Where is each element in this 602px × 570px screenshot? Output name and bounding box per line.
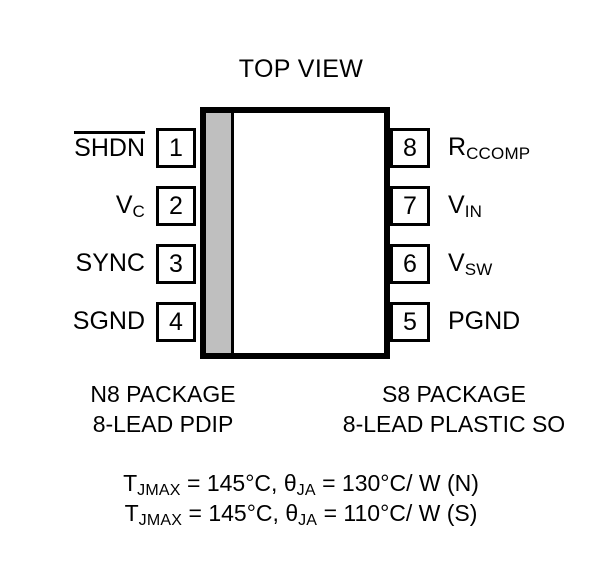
pin-label-sync-text: SYNC — [75, 249, 145, 277]
tjmax-value-s: = 145°C, — [182, 500, 286, 526]
pin-label-shdn: SHDN — [74, 131, 145, 162]
pin-label-vsw: VSW — [448, 249, 493, 279]
pin-number-box-8: 8 — [390, 128, 430, 168]
tjmax-symbol-s: T — [124, 500, 139, 526]
pin-number-box-6: 6 — [390, 244, 430, 284]
pin-label-shdn-text: SHDN — [74, 131, 145, 162]
pin-label-pgnd: PGND — [448, 309, 520, 334]
pin-number-box-3: 3 — [156, 244, 196, 284]
thermal-spec-line-n: TJMAX = 145°C, θJA = 130°C/ W (N) — [0, 468, 602, 502]
pin-label-rccomp-subscript: CCOMP — [466, 144, 531, 163]
pin-label-sgnd: SGND — [73, 309, 145, 334]
chip-notch-stripe — [206, 113, 231, 353]
tjmax-symbol-n: T — [123, 470, 138, 496]
tjmax-subscript-n: JMAX — [137, 482, 181, 499]
diagram-title: TOP VIEW — [238, 55, 364, 83]
package-name-n8: N8 PACKAGE — [90, 381, 236, 407]
theta-value-s: = 110°C/ W (S) — [317, 500, 478, 526]
pin-label-vc: VC — [115, 191, 145, 221]
pin-label-vsw-subscript: SW — [464, 260, 493, 279]
pin-number-box-5: 5 — [390, 302, 430, 342]
pin-label-vc-subscript: C — [132, 202, 145, 221]
pin-number-box-4: 4 — [156, 302, 196, 342]
pin-number-box-2: 2 — [156, 186, 196, 226]
pin-label-rccomp: RCCOMP — [448, 133, 531, 163]
tjmax-subscript-s: JMAX — [138, 512, 183, 529]
theta-symbol-s: θ — [285, 500, 299, 526]
theta-subscript-n: JA — [296, 482, 316, 499]
tjmax-value-n: = 145°C, — [180, 470, 284, 496]
pin-label-rccomp-text: R — [448, 133, 467, 161]
package-name-s8: S8 PACKAGE — [381, 381, 527, 407]
thermal-spec-line-s: TJMAX = 145°C, θJA = 110°C/ W (S) — [0, 498, 602, 532]
theta-symbol-n: θ — [283, 470, 297, 496]
pin-label-vsw-text: V — [448, 249, 465, 277]
pin-label-vin-text: V — [448, 191, 465, 219]
pin-number-box-1: 1 — [156, 128, 196, 168]
pin-number-box-7: 7 — [390, 186, 430, 226]
pin-label-vin-subscript: IN — [464, 202, 483, 221]
package-caption-right: S8 PACKAGE 8-LEAD PLASTIC SO — [306, 379, 602, 439]
theta-value-n: = 130°C/ W (N) — [315, 470, 479, 496]
pin-label-sgnd-text: SGND — [72, 307, 145, 335]
pin-label-vin: VIN — [448, 191, 483, 221]
theta-subscript-s: JA — [298, 512, 318, 529]
package-desc-n8: 8-LEAD PDIP — [92, 411, 234, 437]
pin-label-sync: SYNC — [76, 251, 145, 276]
pin-label-pgnd-text: PGND — [448, 307, 521, 335]
package-desc-s8: 8-LEAD PLASTIC SO — [342, 411, 566, 437]
pin-label-vc-text: V — [115, 191, 133, 219]
chip-notch-divider-line — [231, 113, 234, 353]
package-caption-left: N8 PACKAGE 8-LEAD PDIP — [0, 379, 326, 439]
